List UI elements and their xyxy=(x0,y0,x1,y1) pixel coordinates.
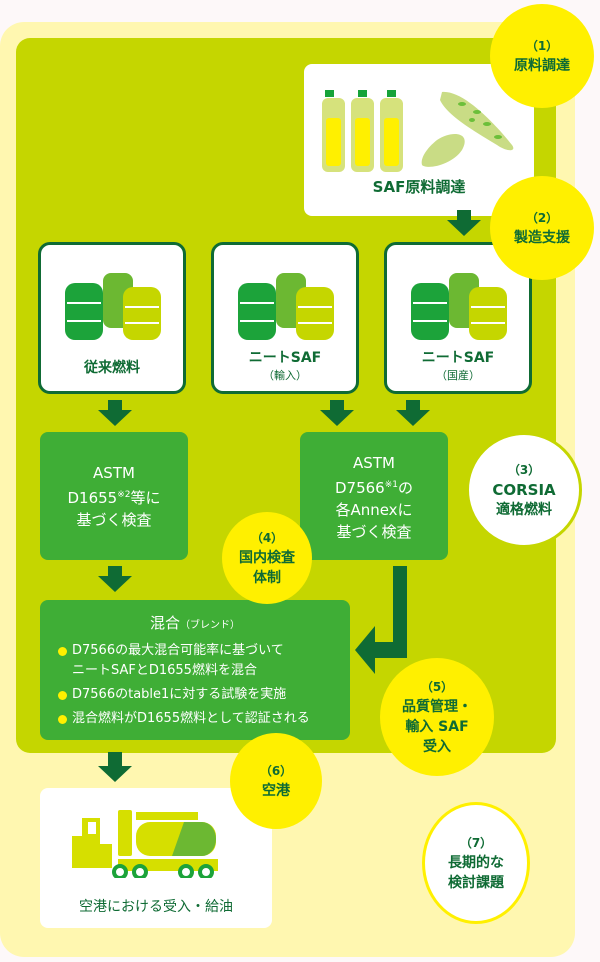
circle-label: 原料調達 xyxy=(514,58,570,74)
topic-circle-1-feedstock[interactable]: （1） 原料調達 xyxy=(490,4,594,108)
arrow-down-icon xyxy=(447,210,481,236)
blend-item: 混合燃料がD1655燃料として認証される xyxy=(58,709,332,729)
tank-card-conventional: 従来燃料 xyxy=(38,242,186,394)
topic-circle-3-corsia[interactable]: （3） CORSIA 適格燃料 xyxy=(466,432,582,548)
arrow-down-icon xyxy=(98,566,132,592)
circle-label: 製造支援 xyxy=(514,230,570,246)
circle-number: （6） xyxy=(259,764,293,778)
blend-list: D7566の最大混合可能率に基づいて ニートSAFとD1655燃料を混合 D75… xyxy=(58,641,332,729)
blend-title: 混合（ブレンド） xyxy=(149,614,240,632)
topic-circle-6-airport[interactable]: （6） 空港 xyxy=(230,733,322,829)
bottle-icon xyxy=(380,90,403,172)
blend-item: D7566のtable1に対する試験を実施 xyxy=(58,685,332,705)
tank-label: ニートSAF xyxy=(421,350,495,366)
inspection-text: ASTM xyxy=(353,454,395,472)
astm-d7566-inspection-box: ASTM D7566※1の 各Annexに 基づく検査 xyxy=(300,432,448,560)
circle-label: CORSIA xyxy=(492,481,556,499)
circle-label: 検討課題 xyxy=(448,875,504,891)
circle-number: （5） xyxy=(420,680,454,694)
arrow-down-icon xyxy=(98,400,132,426)
circle-label: 受入 xyxy=(423,739,451,755)
circle-number: （3） xyxy=(507,463,541,477)
topic-circle-2-production-support[interactable]: （2） 製造支援 xyxy=(490,176,594,280)
microbe-icon xyxy=(421,134,465,167)
blend-item: D7566の最大混合可能率に基づいて ニートSAFとD1655燃料を混合 xyxy=(58,641,332,681)
saf-feedstock-label: SAF原料調達 xyxy=(372,178,466,196)
inspection-text: ASTM xyxy=(93,464,135,482)
topic-circle-7-long-term-issues[interactable]: （7） 長期的な 検討課題 xyxy=(422,802,530,924)
astm-d1655-inspection-box: ASTM D1655※2等に 基づく検査 xyxy=(40,432,188,560)
saf-feedstock-card: SAF原料調達 xyxy=(304,64,534,216)
fuel-drums-icon xyxy=(238,273,334,340)
bottle-icon xyxy=(351,90,374,172)
elbow-arrow-icon xyxy=(355,566,407,674)
fuel-drums-icon xyxy=(65,273,161,340)
circle-label: 適格燃料 xyxy=(496,502,552,518)
arrow-down-icon xyxy=(396,400,430,426)
bottle-icon xyxy=(322,90,345,172)
circle-label: 長期的な xyxy=(448,855,504,871)
circle-number: （4） xyxy=(250,531,284,545)
circle-label: 体制 xyxy=(253,570,281,586)
tank-label: 従来燃料 xyxy=(84,360,140,376)
tank-label: ニートSAF xyxy=(248,350,322,366)
blend-box: 混合（ブレンド） D7566の最大混合可能率に基づいて ニートSAFとD1655… xyxy=(40,600,350,740)
inspection-text: 各Annexに xyxy=(335,501,413,519)
circle-label: 国内検査 xyxy=(239,550,295,566)
tank-sublabel: （輸入） xyxy=(263,369,307,382)
feedstock-illustration xyxy=(322,90,514,172)
circle-number: （2） xyxy=(525,211,559,225)
airport-card: 空港における受入・給油 xyxy=(40,788,272,928)
arrow-down-icon xyxy=(320,400,354,426)
topic-circle-5-quality-control[interactable]: （5） 品質管理・ 輸入 SAF 受入 xyxy=(380,658,494,776)
algae-icon xyxy=(440,91,514,151)
arrow-down-icon xyxy=(98,752,132,782)
airport-label: 空港における受入・給油 xyxy=(79,899,233,915)
tank-sublabel: （国産） xyxy=(436,369,480,382)
fuel-drums-icon xyxy=(411,273,507,340)
circle-label: 輸入 SAF xyxy=(405,719,469,735)
circle-label: 空港 xyxy=(262,783,290,799)
inspection-text: D1655※2等に xyxy=(67,489,161,507)
topic-circle-4-domestic-inspection[interactable]: （4） 国内検査 体制 xyxy=(222,512,312,604)
inspection-text: 基づく検査 xyxy=(336,523,412,541)
inspection-text: 基づく検査 xyxy=(76,511,152,529)
tank-card-neat-saf-import: ニートSAF （輸入） xyxy=(211,242,359,394)
tanker-truck-icon xyxy=(72,810,218,878)
inspection-text: D7566※1の xyxy=(334,479,414,497)
circle-number: （1） xyxy=(525,39,559,53)
circle-label: 品質管理・ xyxy=(402,699,472,715)
circle-number: （7） xyxy=(459,836,493,850)
